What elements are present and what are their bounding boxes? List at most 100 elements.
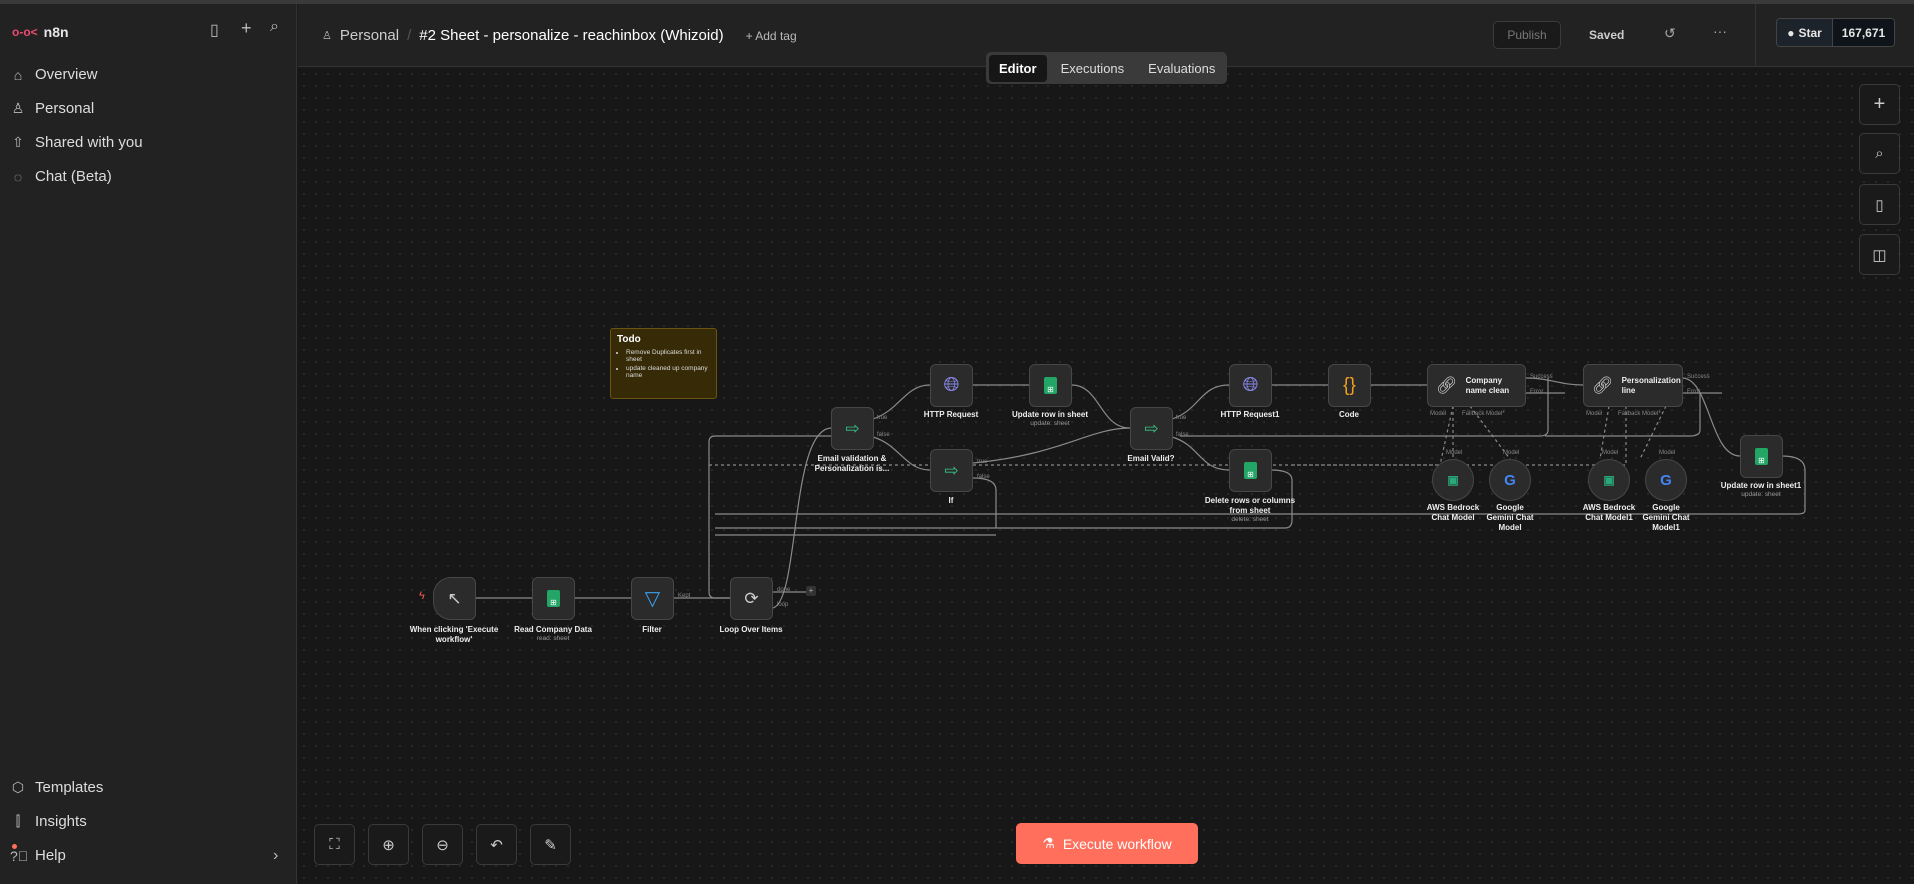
publish-button[interactable]: Publish xyxy=(1493,21,1561,49)
port-label: Model xyxy=(1602,450,1619,456)
port-label: Error xyxy=(1530,389,1544,395)
add-sticky-button[interactable]: ▯ xyxy=(1859,184,1900,225)
fit-view-button[interactable]: ⛶ xyxy=(314,824,355,865)
connection xyxy=(872,384,1029,420)
node-http-request1[interactable]: 🌐︎ xyxy=(1229,364,1272,407)
breadcrumb-separator: / xyxy=(407,27,412,44)
node-email-validation[interactable]: ⇨ xyxy=(831,407,874,450)
node-label: Code xyxy=(1339,410,1359,419)
zoom-out-button[interactable]: ⊖ xyxy=(422,824,463,865)
workflow-canvas[interactable] xyxy=(298,68,1914,884)
filter-icon: ▽ xyxy=(644,588,661,610)
tab-editor[interactable]: Editor xyxy=(989,54,1047,82)
sidebar-item-label: Chat (Beta) xyxy=(35,168,112,185)
cursor-icon: ↖ xyxy=(447,588,462,608)
if-signpost-icon: ⇨ xyxy=(1144,418,1159,438)
connection xyxy=(1171,436,1230,471)
tab-executions[interactable]: Executions xyxy=(1060,60,1125,76)
plus-icon: + xyxy=(1873,93,1886,115)
link-chain-icon: 🔗︎ xyxy=(1592,375,1614,395)
zoom-in-button[interactable]: ⊕ xyxy=(368,824,409,865)
node-update-row1[interactable]: ⊞ xyxy=(1740,435,1783,478)
port-label: Model xyxy=(1503,450,1520,456)
sidebar-item-overview[interactable]: ⌂Overview xyxy=(10,66,98,83)
search-icon[interactable]: ⌕ xyxy=(270,18,279,35)
loop-icon: ⟳ xyxy=(744,588,759,608)
tab-evaluations[interactable]: Evaluations xyxy=(1148,60,1216,76)
node-gemini[interactable]: G xyxy=(1489,459,1531,501)
node-title: Update row in sheet1 xyxy=(1720,481,1802,490)
sidebar-item-personal[interactable]: ♙Personal xyxy=(10,100,94,117)
broom-icon: ✎ xyxy=(544,836,557,854)
node-read-company-data[interactable]: ⊞ xyxy=(532,577,575,620)
google-sheets-icon: ⊞ xyxy=(1044,377,1057,394)
add-icon[interactable]: + xyxy=(241,18,252,38)
node-personalization-line[interactable]: 🔗︎Personalization line xyxy=(1583,364,1683,407)
port-label: Success xyxy=(1530,374,1553,380)
globe-icon: 🌐︎ xyxy=(943,374,960,396)
github-star-button[interactable]: ●Star 167,671 xyxy=(1776,18,1895,47)
node-filter[interactable]: ▽ xyxy=(631,577,674,620)
node-trigger[interactable]: ↖ xyxy=(433,577,476,620)
node-delete-rows[interactable]: ⊞ xyxy=(1229,449,1272,492)
sidebar-item-chat[interactable]: ◌ Chat (Beta) xyxy=(10,168,112,185)
node-label: If xyxy=(948,496,954,505)
workflow-title[interactable]: #2 Sheet - personalize - reachinbox (Whi… xyxy=(419,27,724,44)
node-gemini1[interactable]: G xyxy=(1645,459,1687,501)
star-label: Star xyxy=(1798,25,1822,40)
execute-workflow-button[interactable]: ⚗Execute workflow xyxy=(1016,823,1198,864)
node-label: Google Gemini Chat Model xyxy=(1486,503,1534,532)
node-http-request[interactable]: 🌐︎ xyxy=(930,364,973,407)
sidebar-item-label: Personal xyxy=(35,100,95,117)
node-code[interactable]: {} xyxy=(1328,364,1371,407)
node-subtitle: read: sheet xyxy=(536,635,570,642)
execute-label: Execute workflow xyxy=(1062,835,1172,852)
add-tag-button[interactable]: + Add tag xyxy=(745,28,797,43)
node-aws-bedrock1[interactable]: ▣ xyxy=(1588,459,1630,501)
chevron-right-icon[interactable]: › xyxy=(273,847,279,864)
more-options-icon[interactable]: ··· xyxy=(1713,23,1727,39)
toggle-panel-button[interactable]: ◫ xyxy=(1859,234,1900,275)
breadcrumb-project[interactable]: Personal xyxy=(339,27,400,44)
node-loop-over-items[interactable]: ⟳ xyxy=(730,577,773,620)
search-nodes-button[interactable]: ⌕ xyxy=(1859,133,1900,174)
node-label: AWS Bedrock Chat Model xyxy=(1426,503,1480,522)
port-label: done xyxy=(777,587,791,593)
sidebar-item-label: Shared with you xyxy=(35,134,143,151)
model-connection xyxy=(709,405,1627,466)
google-icon: G xyxy=(1504,471,1516,489)
port-label: Success xyxy=(1687,374,1710,380)
sidebar-item-label: Help xyxy=(35,847,66,864)
connection xyxy=(872,436,931,471)
sidebar-item-help[interactable]: ?⃝ Help xyxy=(10,847,66,864)
node-aws-bedrock[interactable]: ▣ xyxy=(1432,459,1474,501)
port-label: false xyxy=(877,432,890,438)
window-top-strip xyxy=(0,0,1914,4)
node-label: HTTP Request1 xyxy=(1220,410,1280,419)
sticky-note-todo[interactable]: Todo Remove Duplicates first in sheetupd… xyxy=(610,328,717,399)
add-node-button[interactable]: + xyxy=(1859,84,1900,125)
undo-button[interactable]: ↶ xyxy=(476,824,517,865)
port-label: Fallback Model* xyxy=(1462,411,1505,417)
node-if[interactable]: ⇨ xyxy=(930,449,973,492)
port-label: true xyxy=(977,459,988,465)
tidy-up-button[interactable]: ✎ xyxy=(530,824,571,865)
node-title: Company name clean xyxy=(1465,375,1510,395)
sidebar-item-templates[interactable]: ⬡Templates xyxy=(10,779,104,796)
sidebar-item-label: Insights xyxy=(35,813,87,830)
toggle-sidebar-icon[interactable]: ▯ xyxy=(210,22,219,39)
node-update-row[interactable]: ⊞ xyxy=(1029,364,1072,407)
brand-logo[interactable]: o-o<n8n xyxy=(12,24,69,40)
sidebar-item-label: Templates xyxy=(35,779,104,796)
node-email-valid[interactable]: ⇨ xyxy=(1130,407,1173,450)
node-company-name-clean[interactable]: 🔗︎ Company name clean xyxy=(1427,364,1526,407)
history-icon[interactable]: ↺ xyxy=(1664,25,1676,41)
link-chain-icon: 🔗︎ xyxy=(1436,375,1458,395)
sidebar-item-insights[interactable]: ⫿Insights xyxy=(10,813,87,830)
help-icon: ?⃝ xyxy=(10,847,29,864)
chat-icon: ◌ xyxy=(13,168,23,185)
add-connection-plus-icon[interactable]: + xyxy=(806,586,816,596)
sidebar-item-shared[interactable]: ⇧Shared with you xyxy=(10,134,143,151)
